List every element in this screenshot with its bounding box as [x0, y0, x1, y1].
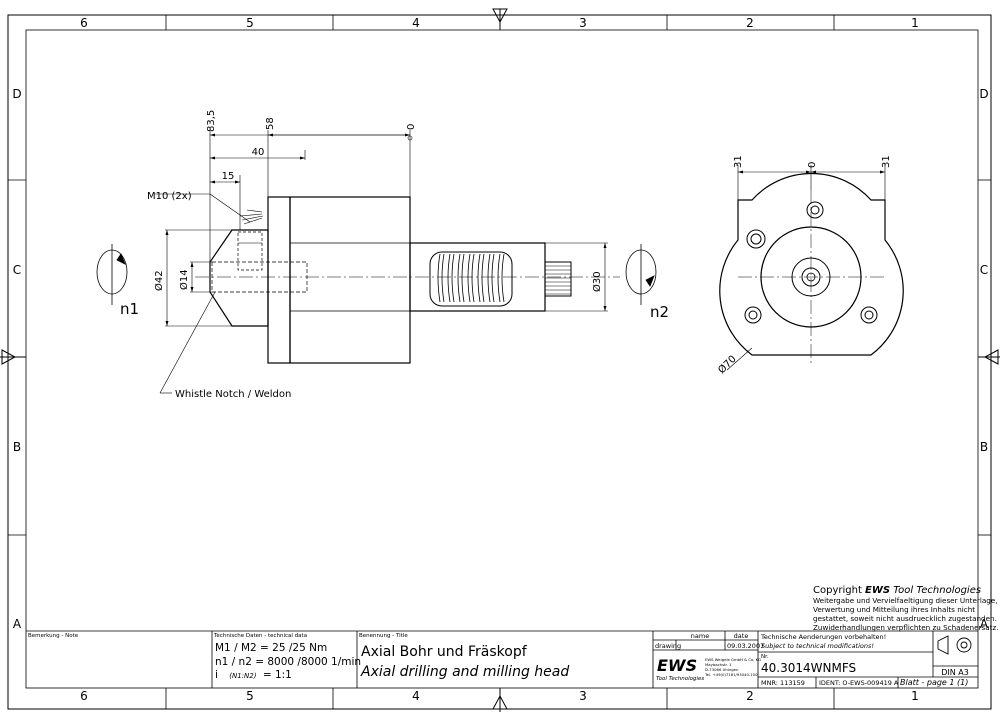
zone-col-bottom-5: 5: [246, 689, 254, 703]
col-name: name: [691, 632, 709, 640]
zone-col-bottom-1: 1: [911, 689, 919, 703]
dim-dia42: Ø42: [153, 270, 165, 291]
zone-row-right-B: B: [980, 440, 988, 454]
zone-row-right-D: D: [979, 87, 988, 101]
side-view: [96, 130, 657, 394]
dim-58: 58: [265, 117, 276, 130]
dim-83-5: 83,5: [206, 110, 217, 132]
dim-31-right: 31: [881, 155, 892, 168]
copyright-line-2: Verwertung und Mitteilung ihres Inhalts …: [813, 605, 975, 614]
label-n2: n2: [650, 303, 669, 321]
projection-symbol: [937, 635, 949, 655]
tech-speed: n1 / n2 = 8000 /8000 1/min: [215, 656, 361, 668]
dim-0-front: 0: [807, 162, 818, 168]
zone-col-top-4: 4: [412, 16, 420, 30]
zone-row-left-C: C: [13, 263, 21, 277]
set-screw: [237, 231, 263, 271]
paper-format: DIN A3: [941, 668, 969, 677]
title-english: Axial drilling and milling head: [360, 664, 569, 680]
front-bore-inner: [801, 267, 821, 287]
zone-col-top-1: 1: [911, 16, 919, 30]
main-body: [289, 196, 411, 364]
tool-nose: [209, 229, 269, 327]
address-line-4: Tel. +49(0)7161/93040-100: [704, 672, 758, 677]
part-number: 40.3014WNMFS: [761, 661, 856, 675]
zone-col-bottom-2: 2: [746, 689, 754, 703]
drive-spline: [544, 261, 572, 297]
zone-col-top-5: 5: [246, 16, 254, 30]
dim-dia30: Ø30: [591, 271, 603, 292]
address-line-2: Maybachstr. 1: [705, 662, 732, 667]
label-whistle-notch: Whistle Notch / Weldon: [175, 389, 291, 400]
tech-data-caption: Technische Daten - technical data: [213, 633, 307, 639]
note-caption: Bemerkung - Note: [28, 633, 79, 639]
tech-ratio: i (N1:N2) = 1:1: [215, 669, 292, 681]
centering-marks: [0, 8, 1000, 712]
copyright-line-3: gestattet, soweit nicht ausdruecklich zu…: [813, 614, 997, 623]
zone-col-bottom-3: 3: [579, 689, 587, 703]
address-line-3: D-73066 Uhingen: [705, 667, 739, 672]
front-bore-outer: [791, 257, 831, 297]
zone-col-top-2: 2: [746, 16, 754, 30]
zone-row-right-A: A: [980, 617, 989, 631]
zone-row-left-A: A: [13, 617, 22, 631]
copyright-heading: Copyright EWS Tool Technologies: [813, 585, 981, 596]
ews-logo-sub: Tool Technologies: [656, 676, 704, 682]
zone-col-bottom-6: 6: [80, 689, 88, 703]
tech-torque: M1 / M2 = 25 /25 Nm: [215, 642, 327, 654]
title-german: Axial Bohr und Fräskopf: [361, 644, 528, 660]
sheet-number: Blatt - page 1 (1): [900, 678, 968, 687]
modifications-en: Subject to technical modifications!: [761, 642, 874, 650]
copyright-line-4: Zuwiderhandlungen verpflichten zu Schade…: [813, 623, 999, 632]
zone-col-top-6: 6: [80, 16, 88, 30]
bore-hidden: [211, 261, 308, 293]
dim-15: 15: [222, 171, 235, 182]
rotation-symbol-n1: [96, 244, 128, 305]
row-drawing-date: 09.03.2007: [727, 642, 764, 650]
front-body-circle: [760, 226, 862, 328]
spline-grip: [429, 251, 513, 307]
mounting-holes: [744, 201, 878, 324]
inner-border: [25, 29, 979, 689]
title-caption: Benennung - Title: [359, 633, 408, 639]
zone-row-left-D: D: [12, 87, 21, 101]
dim-31-left: 31: [733, 155, 744, 168]
address-line-1: EWS Weigele GmbH & Co. KG: [705, 657, 761, 662]
dim-40: 40: [252, 147, 265, 158]
rotation-symbol-n2: [625, 244, 657, 305]
zone-col-top-3: 3: [579, 16, 587, 30]
ews-logo: EWS: [657, 656, 697, 675]
dim-dia14: Ø14: [178, 269, 190, 290]
row-drawing: drawing: [655, 642, 681, 650]
zone-col-bottom-4: 4: [412, 689, 420, 703]
flange: [267, 196, 291, 364]
dim-m10: M10 (2x): [147, 191, 192, 202]
nr-label: Nr.: [761, 654, 769, 660]
col-date: date: [734, 632, 749, 640]
title-block: [26, 630, 978, 688]
zone-row-left-B: B: [13, 440, 21, 454]
front-view: [719, 165, 904, 371]
zone-row-right-C: C: [980, 263, 988, 277]
dim-dia70: Ø70: [716, 353, 739, 376]
modifications-de: Technische Aenderungen vorbehalten!: [760, 633, 886, 641]
label-n1: n1: [120, 300, 139, 318]
front-flange-outline: [719, 172, 904, 356]
copyright-line-1: Weitergabe und Vervielfaeltigung dieser …: [813, 596, 998, 605]
mnr: MNR: 113159: [761, 679, 805, 687]
dim-0-side: 0: [406, 124, 417, 130]
ident: IDENT: O-EWS-009419 A: [819, 679, 899, 687]
